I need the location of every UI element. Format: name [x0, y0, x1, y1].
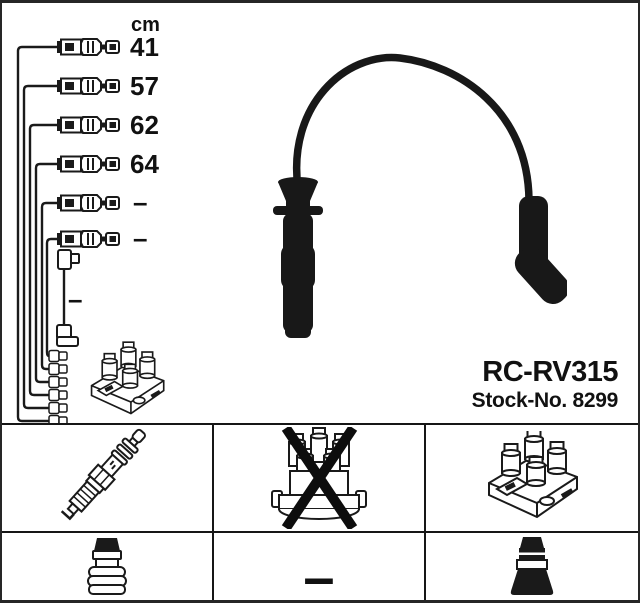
- plug-boot-right: [514, 196, 567, 305]
- stock-number: Stock-No. 8299: [471, 389, 619, 413]
- application-table: –: [2, 423, 638, 600]
- cable-set-diagram: cm 41 57 62 64 –: [16, 14, 165, 423]
- ignition-coil-icon: [488, 431, 578, 518]
- cable-row: –: [56, 187, 147, 217]
- table-cell-distributor-cap: [214, 425, 426, 533]
- distributor-cap-icon: [271, 427, 367, 529]
- sensor-cable: –: [56, 249, 82, 347]
- table-cell-ignition-coil: [426, 425, 638, 533]
- cable-row: 57: [56, 71, 159, 101]
- part-number: RC-RV315: [482, 356, 618, 388]
- cable-row: –: [56, 223, 147, 253]
- cable-row: 62: [56, 110, 159, 140]
- cable-length-label: 64: [130, 149, 159, 179]
- table-cell-spark-plug: [2, 425, 214, 533]
- ignition-coil-icon: [90, 341, 165, 415]
- cable-harness-wires: [16, 45, 57, 423]
- cable-length-label: 57: [130, 71, 159, 101]
- dash-mark: –: [303, 545, 335, 600]
- cable-row: 41: [56, 32, 159, 62]
- part-number-block: RC-RV315 Stock-No. 8299: [471, 356, 619, 413]
- cm-unit-label: cm: [131, 14, 160, 36]
- spark-plug-icon: [60, 428, 146, 521]
- cable-length-label: 41: [130, 32, 159, 62]
- cable-length-label: –: [133, 223, 147, 253]
- plug-connector-ribbed-icon: [87, 538, 127, 595]
- harness-plug-connectors: [48, 349, 68, 423]
- cross-out-mark: [281, 427, 358, 529]
- table-cell-connector-ribbed: [2, 533, 214, 600]
- product-photo: [273, 53, 567, 338]
- cable-length-label: 62: [130, 110, 159, 140]
- plug-connector-black-icon: [510, 537, 554, 595]
- cable-length-label: –: [133, 187, 147, 217]
- wire-arc: [292, 53, 533, 204]
- table-cell-connector-black: [426, 533, 638, 600]
- table-cell-dash: –: [214, 533, 426, 600]
- cable-length-label: –: [68, 284, 82, 314]
- cable-row: 64: [56, 149, 159, 179]
- plug-boot-left: [273, 177, 323, 338]
